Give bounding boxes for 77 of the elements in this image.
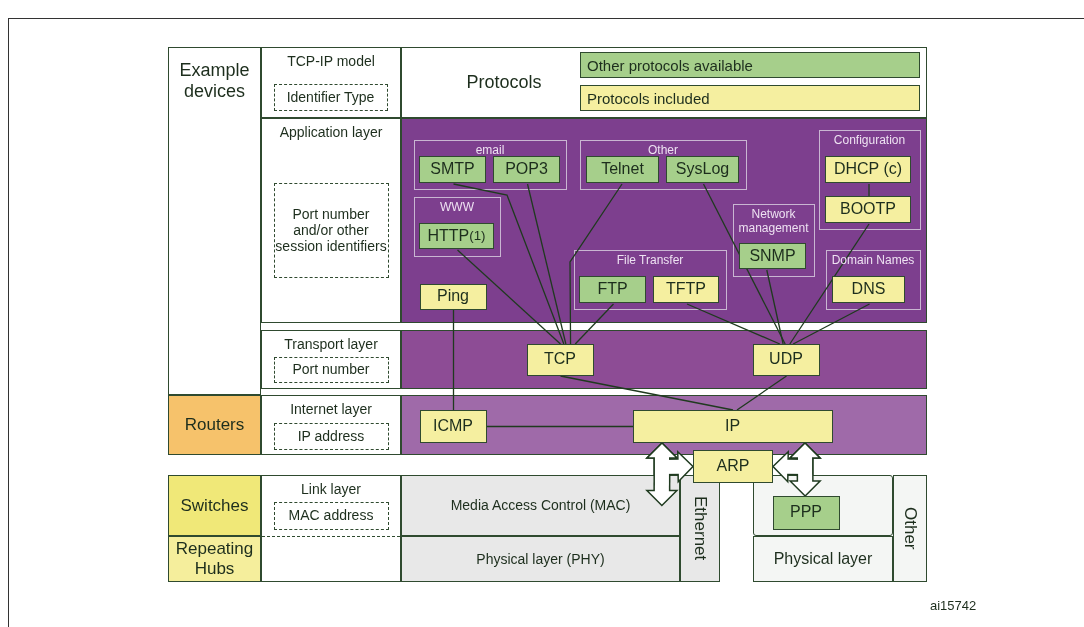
protocol-box: DNS [832,276,905,303]
protocol-box: DHCP (c) [825,156,911,183]
connector-line [686,303,781,345]
layer-name: Transport layer [283,336,379,352]
protocol-box: ARP [693,450,773,483]
identifier-box: IP address [273,422,389,450]
connector-line [452,309,455,411]
connector-line [792,303,871,345]
connector-line [789,223,870,345]
group-title: File Transfer [615,252,685,267]
table-cell: Physical layer (PHY) [401,536,680,582]
protocol-box: FTP [579,276,646,303]
group-title: email [474,142,506,157]
protocol-box: Telnet [586,156,659,183]
group-title: Domain Names [830,252,916,267]
group-title: WWW [439,199,475,214]
layer-band [401,118,927,323]
protocol-group [579,139,747,190]
protocol-box: TCP [526,343,594,376]
table-cell [753,475,893,536]
protocol-box: SysLog [666,156,739,183]
layer-band [401,395,927,455]
protocol-box: Ping [419,283,487,310]
protocol-group [825,249,921,310]
connector-line [486,425,634,428]
connector-line [456,249,562,345]
identifier-box: Identifier Type [273,83,388,111]
protocol-group [413,196,501,257]
protocol-box: TFTP [653,276,719,303]
protocol-box: UDP [752,343,820,376]
protocol-box: BOOTP [825,196,911,223]
protocol-box: SMTP [419,156,486,183]
table-cell: Example devices [168,47,261,395]
connector-line [736,375,788,411]
connector-line [868,183,870,198]
protocol-box: PPP [772,495,840,530]
identifier-box: Port number and/or other session identifiers [273,182,389,278]
connector-line [526,183,567,345]
figure-id: ai15742 [930,598,977,613]
legend-entry: Other protocols available [580,52,920,78]
legend-entry: Protocols included [580,85,920,111]
protocol-group [413,139,567,190]
table-cell: Physical layer [753,536,893,582]
block-arrow [645,441,695,507]
table-cell [261,118,401,323]
device-cell: Repeating Hubs [168,536,261,582]
connector-line [569,183,623,345]
layer-name: Application layer [278,124,384,140]
table-cell: Other [893,475,927,582]
group-title: Other [647,142,679,157]
table-cell: Media Access Control (MAC) [401,475,680,536]
group-title: Configuration [832,132,907,147]
table-cell [261,395,401,455]
table-cell [261,475,401,582]
connector-line [702,183,786,345]
protocol-box: IP [632,409,833,443]
connector-line [766,269,784,345]
table-cell [261,330,401,389]
layer-name: Internet layer [289,401,373,417]
layer-name: Link layer [300,481,362,497]
identifier-box: Port number [273,356,389,383]
block-arrow [771,441,822,498]
protocol-group [573,249,727,310]
protocol-group [732,203,815,277]
protocol-group [818,129,921,230]
identifier-box: MAC address [273,501,389,530]
layer-name: TCP-IP model [286,53,376,69]
layer-band [401,330,927,389]
group-title: Network management [737,206,810,235]
device-cell: Routers [168,395,261,455]
protocol-box: SNMP [739,243,806,269]
table-cell [261,47,401,118]
device-cell: Switches [168,475,261,536]
table-cell: Ethernet [680,475,720,582]
protocol-box: POP3 [493,156,560,183]
connector-line [452,183,565,345]
protocol-box: ICMP [419,409,487,443]
